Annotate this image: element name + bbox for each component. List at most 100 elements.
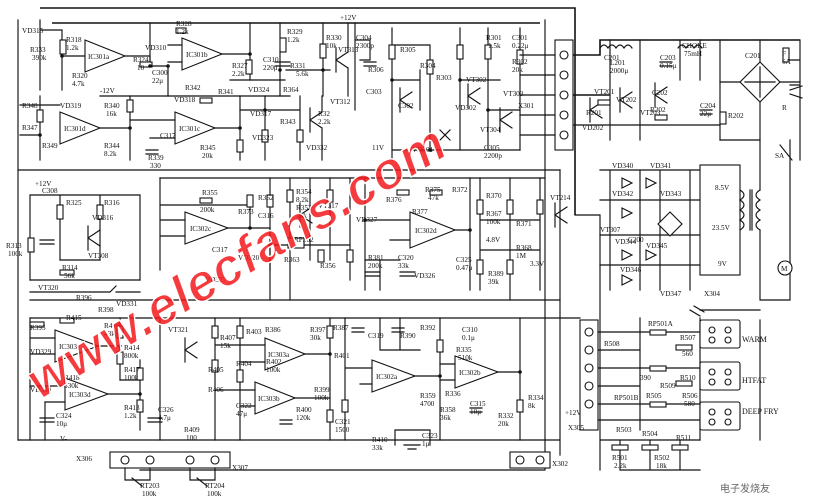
label-r416v: 43k [104, 330, 115, 338]
label-c317b: C317 [212, 246, 228, 254]
label-vt214: VT214 [550, 194, 571, 202]
led-warm-block [699, 319, 741, 349]
label-rt204v: 100k [207, 490, 222, 497]
label-vd329: VD329 [30, 348, 52, 356]
label-r356: R356 [320, 262, 336, 270]
label-r340: R340 [104, 102, 120, 110]
ic302a-symbol [371, 359, 417, 393]
label-x301: X301 [518, 102, 534, 110]
label-r400: R400 [296, 406, 312, 414]
label-c201: C201 [604, 54, 620, 62]
inductor-l201 [599, 44, 633, 50]
label-r341: R341 [218, 88, 234, 96]
label-r507: R507 [680, 334, 696, 342]
label-r402: R402 [266, 358, 282, 366]
label-c304v: 2300p [356, 42, 374, 50]
label-vd343: VD343 [660, 190, 682, 198]
label-c316: C316 [258, 212, 274, 220]
label-r409: R409 [184, 426, 200, 434]
label-rx: R [782, 104, 787, 112]
label-r372: R372 [452, 186, 468, 194]
ic302c-label: IC302c [190, 225, 211, 233]
label-rt203v: 100k [142, 490, 157, 497]
mode-deepfry-label: DEEP FRY [742, 407, 779, 416]
label-vd326: VD326 [414, 272, 436, 280]
label-r506: R506 [682, 392, 698, 400]
rails [17, 7, 601, 471]
label-vt203: VT203 [640, 109, 661, 117]
label-c302: C302 [398, 102, 414, 110]
label-r345: R345 [200, 144, 216, 152]
footer-logo-text: 电子发烧友 [720, 482, 770, 495]
label-r318: R318 [66, 36, 82, 44]
label-r502v: 18k [656, 462, 667, 470]
label-vd301: VD301 [412, 146, 434, 154]
label-vt201: VT201 [594, 88, 615, 96]
label-r314: R314 [62, 264, 78, 272]
label-r201: R201 [586, 109, 602, 117]
label-vt312: VT312 [330, 98, 351, 106]
label-r358v: 36k [440, 414, 451, 422]
label-c304: C304 [356, 34, 372, 42]
label-r510: R510 [680, 374, 696, 382]
label-r398: R398 [98, 306, 114, 314]
label-r389v: 39k [488, 278, 499, 286]
label-r358: R358 [440, 406, 456, 414]
label-vd341: VD341 [650, 162, 672, 170]
label-c300: C300 [152, 69, 168, 77]
label-r339v: 330 [150, 162, 161, 170]
label-c301v: 0.22μ [512, 42, 529, 50]
label-vd330: VD330 [30, 386, 52, 394]
label-r407v: 15k [220, 342, 231, 350]
label-r509: R509 [660, 382, 676, 390]
label-c321v: 1500 [335, 426, 350, 434]
label-r410: R410 [372, 436, 388, 444]
label-r331v: 5.6k [296, 70, 309, 78]
label-v3_3: 3.3V [530, 260, 545, 268]
label-rp50: RP501A [648, 320, 674, 328]
ic301d-label: IC301d [64, 125, 86, 133]
section-row3-right: R370 R367 100k 4.8V R371 R368 1M R389 39… [476, 177, 571, 301]
label-v4_8: 4.8V [486, 236, 501, 244]
label-r340v: 16k [106, 110, 117, 118]
label-x302: X302 [552, 460, 568, 468]
label-r368: R368 [516, 244, 532, 252]
label-x306: X306 [76, 455, 92, 463]
label-c315: C315 [470, 400, 486, 408]
rail-pos12-label: +12V [340, 14, 357, 22]
label-r387: R387 [333, 324, 349, 332]
label-r348: R348 [22, 102, 38, 110]
label-r329v: 1.2k [287, 36, 300, 44]
label-c203v: 0.15μ [660, 62, 677, 70]
label-r320: R320 [72, 72, 88, 80]
label-r332: R332 [498, 412, 514, 420]
label-c202: C202 [652, 89, 668, 97]
label-r381v: 200k [368, 262, 383, 270]
label-r410v: 33k [372, 444, 383, 452]
label-r324: R324 [133, 56, 149, 64]
label-c324: C324 [56, 412, 72, 420]
label-r418v: 330k [64, 382, 79, 390]
label-r335: R335 [456, 346, 472, 354]
label-r413: R413 [124, 404, 140, 412]
label-r511: R511 [676, 434, 692, 442]
label-c325: C325 [456, 256, 472, 264]
label-r503: R503 [616, 426, 632, 434]
label-r406: R406 [208, 386, 224, 394]
label-r401: R401 [334, 352, 350, 360]
section-right-psu: M SA 8.5V 23.5V 9V VD340 VD341 VD342 VD3… [599, 139, 793, 301]
label-vt308: VT308 [88, 252, 109, 260]
label-r318v: 1.2k [66, 44, 79, 52]
label-c204v: 22μ [700, 110, 711, 118]
label-r399: R399 [314, 386, 330, 394]
label-r359v: 4700 [420, 400, 435, 408]
label-r414: R414 [124, 344, 140, 352]
label-r418: R418 [64, 374, 80, 382]
label-r367v: 100k [486, 218, 501, 226]
ic301c-symbol [174, 111, 217, 145]
label-r362: R362 [258, 194, 274, 202]
label-l201v: 2000μ [610, 67, 628, 75]
label-r32: R32 [318, 110, 330, 118]
led-htfat-block [699, 361, 741, 391]
